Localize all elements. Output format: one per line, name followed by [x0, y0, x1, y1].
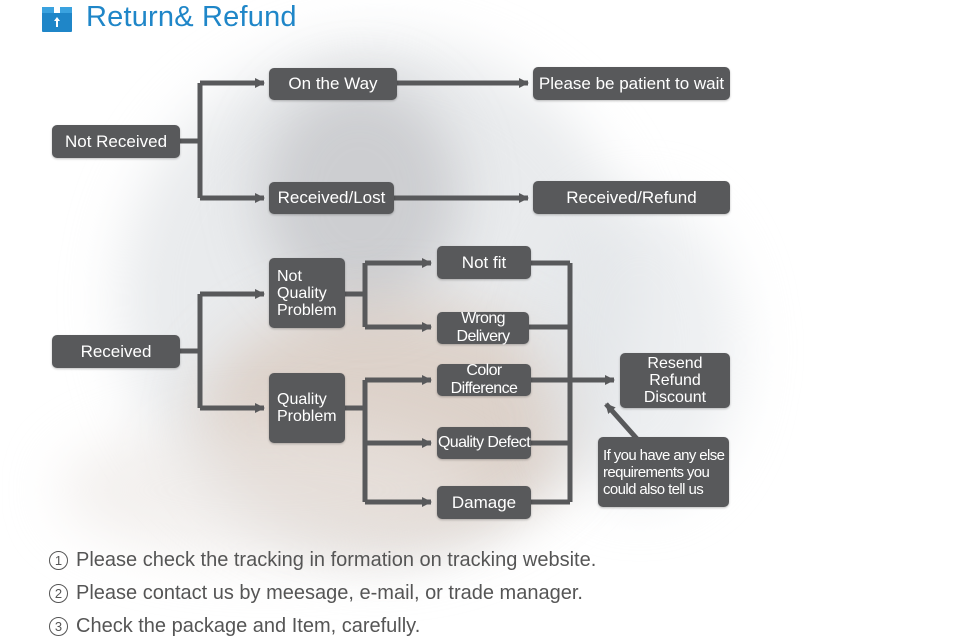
node-damage: Damage: [437, 486, 531, 519]
note-number: 2: [49, 584, 68, 603]
note-text: Check the package and Item, carefully.: [76, 615, 421, 637]
notes-list: 1 Please check the tracking in formation…: [49, 544, 596, 643]
note-text: Please check the tracking in formation o…: [76, 549, 597, 571]
note-number: 1: [49, 551, 68, 570]
node-quality-problem: Quality Problem: [269, 373, 345, 443]
node-quality-defect: Quality Defect: [437, 427, 531, 459]
node-resend-refund-discount: Resend Refund Discount: [620, 353, 730, 408]
node-received-lost: Received/Lost: [269, 182, 394, 214]
node-not-received: Not Received: [52, 125, 180, 158]
note-item: 3 Check the package and Item, carefully.: [49, 610, 596, 643]
node-on-the-way: On the Way: [269, 68, 397, 100]
page-header: Return& Refund: [40, 0, 297, 34]
node-wrong-delivery: Wrong Delivery: [437, 310, 529, 345]
node-color-difference: Color Difference: [437, 362, 531, 397]
node-else-requirements: If you have any else requirements you co…: [598, 437, 729, 507]
node-not-quality-problem: Not Quality Problem: [269, 258, 345, 328]
page-title: Return& Refund: [86, 0, 297, 33]
package-icon: [42, 1, 72, 32]
note-text: Please contact us by meesage, e-mail, or…: [76, 582, 583, 604]
node-please-wait: Please be patient to wait: [533, 67, 730, 100]
note-item: 2 Please contact us by meesage, e-mail, …: [49, 577, 596, 610]
node-not-fit: Not fit: [437, 246, 531, 279]
note-item: 1 Please check the tracking in formation…: [49, 544, 596, 577]
note-number: 3: [49, 617, 68, 636]
node-received-refund: Received/Refund: [533, 181, 730, 214]
node-received: Received: [52, 335, 180, 368]
